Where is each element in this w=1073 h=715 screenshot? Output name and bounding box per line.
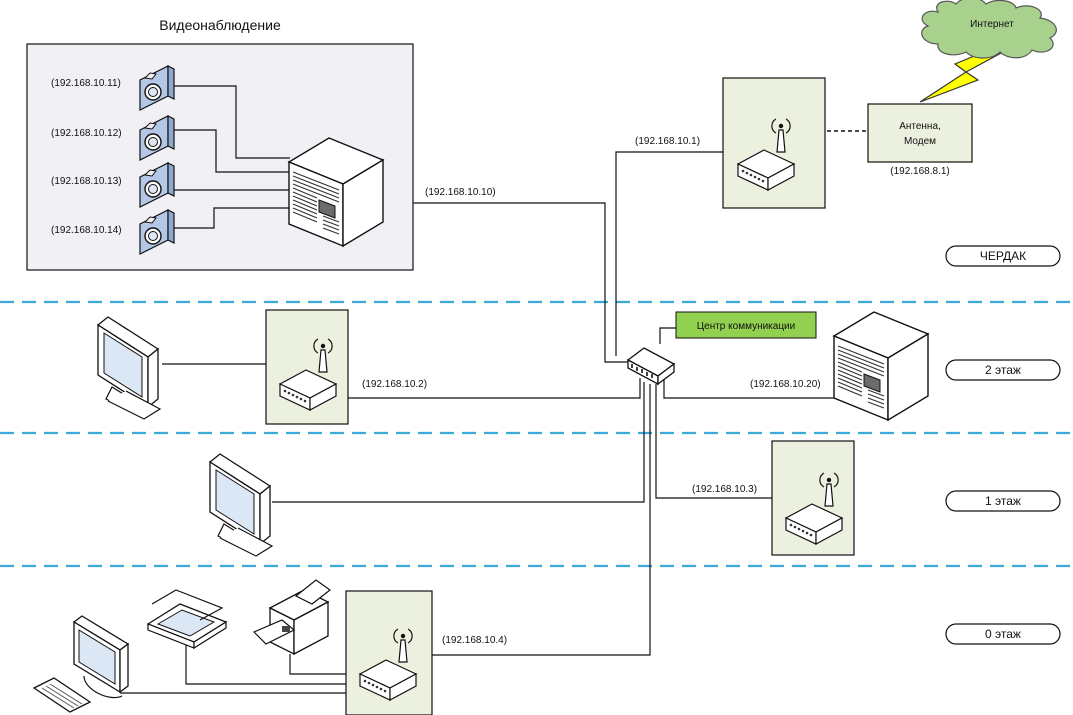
floor-label-2: 2 этаж [945, 359, 1061, 381]
network-wires [120, 151, 834, 694]
modem-ip: (192.168.8.1) [890, 166, 950, 177]
floor0-computer-icon [32, 615, 130, 713]
floor2-monitor-icon [97, 316, 161, 420]
floor-label-text: 2 этаж [985, 363, 1021, 377]
floor-label-text: 0 этаж [985, 627, 1021, 641]
floor-label-text: 1 этаж [985, 494, 1021, 508]
camera-wires [174, 85, 290, 229]
video-group-title: Видеонаблюдение [159, 17, 281, 33]
camera-ip-label: (192.168.10.14) [51, 225, 122, 236]
floor-label-attic: ЧЕРДАК [945, 245, 1061, 267]
modem-label: Антенна, [899, 121, 941, 132]
modem-label: Модем [904, 136, 936, 147]
floor1-router-box [771, 440, 855, 556]
camera-ip-label: (192.168.10.13) [51, 176, 122, 187]
hub-switch-icon [627, 347, 675, 385]
floor1-router-ip: (192.168.10.3) [692, 484, 757, 495]
hub-label-box [675, 311, 817, 339]
floor0-router-ip: (192.168.10.4) [442, 635, 507, 646]
scanner-icon [146, 589, 228, 650]
video-server-icon [288, 137, 384, 247]
camera-ip-label: (192.168.10.11) [51, 78, 121, 89]
main-server-icon [833, 311, 929, 421]
floor-label-text: ЧЕРДАК [980, 249, 1026, 263]
floor1-monitor-icon [209, 453, 273, 557]
hub-label: Центр коммуникации [697, 321, 795, 332]
main-server-ip: (192.168.10.20) [750, 379, 821, 390]
printer-icon [252, 579, 332, 656]
video-server-ip: (192.168.10.10) [425, 187, 496, 198]
floor-label-0: 0 этаж [945, 623, 1061, 645]
floor2-router-ip: (192.168.10.2) [362, 379, 427, 390]
attic-router-ip: (192.168.10.1) [635, 136, 700, 147]
internet-label: Интернет [970, 19, 1014, 30]
floor-label-1: 1 этаж [945, 490, 1061, 512]
modem-box [867, 103, 973, 163]
attic-router-box [722, 77, 826, 209]
cloud-icon [921, 0, 1057, 59]
camera-ip-label: (192.168.10.12) [51, 128, 122, 139]
